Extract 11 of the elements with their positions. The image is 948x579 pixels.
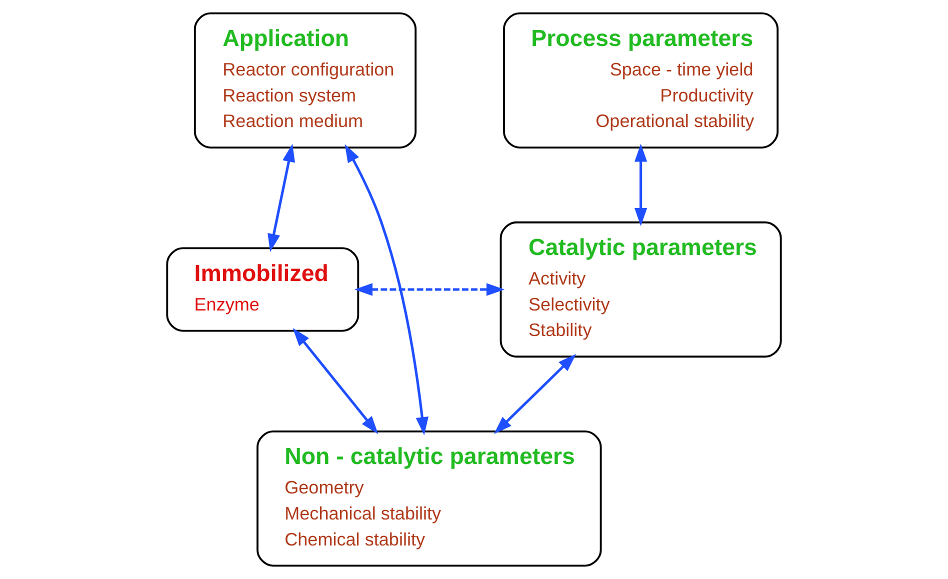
node-box: Application Reactor configuration Reaction system Reaction medium [194, 12, 417, 148]
node-box: Immobilized Enzyme [166, 247, 360, 332]
arrow [292, 328, 378, 434]
node-box: Non - catalytic parameters Geometry Mechanical stability Chemical stability [256, 430, 602, 567]
node-box: Catalytic parameters Activity Selectivity Stability [500, 221, 782, 358]
arrow [268, 144, 295, 252]
node-box: Process parameters Space - time yield Productivity Operational stability [503, 12, 779, 148]
arrow [344, 144, 428, 436]
arrow [354, 283, 505, 296]
arrow [494, 354, 576, 434]
arrow [634, 144, 648, 226]
